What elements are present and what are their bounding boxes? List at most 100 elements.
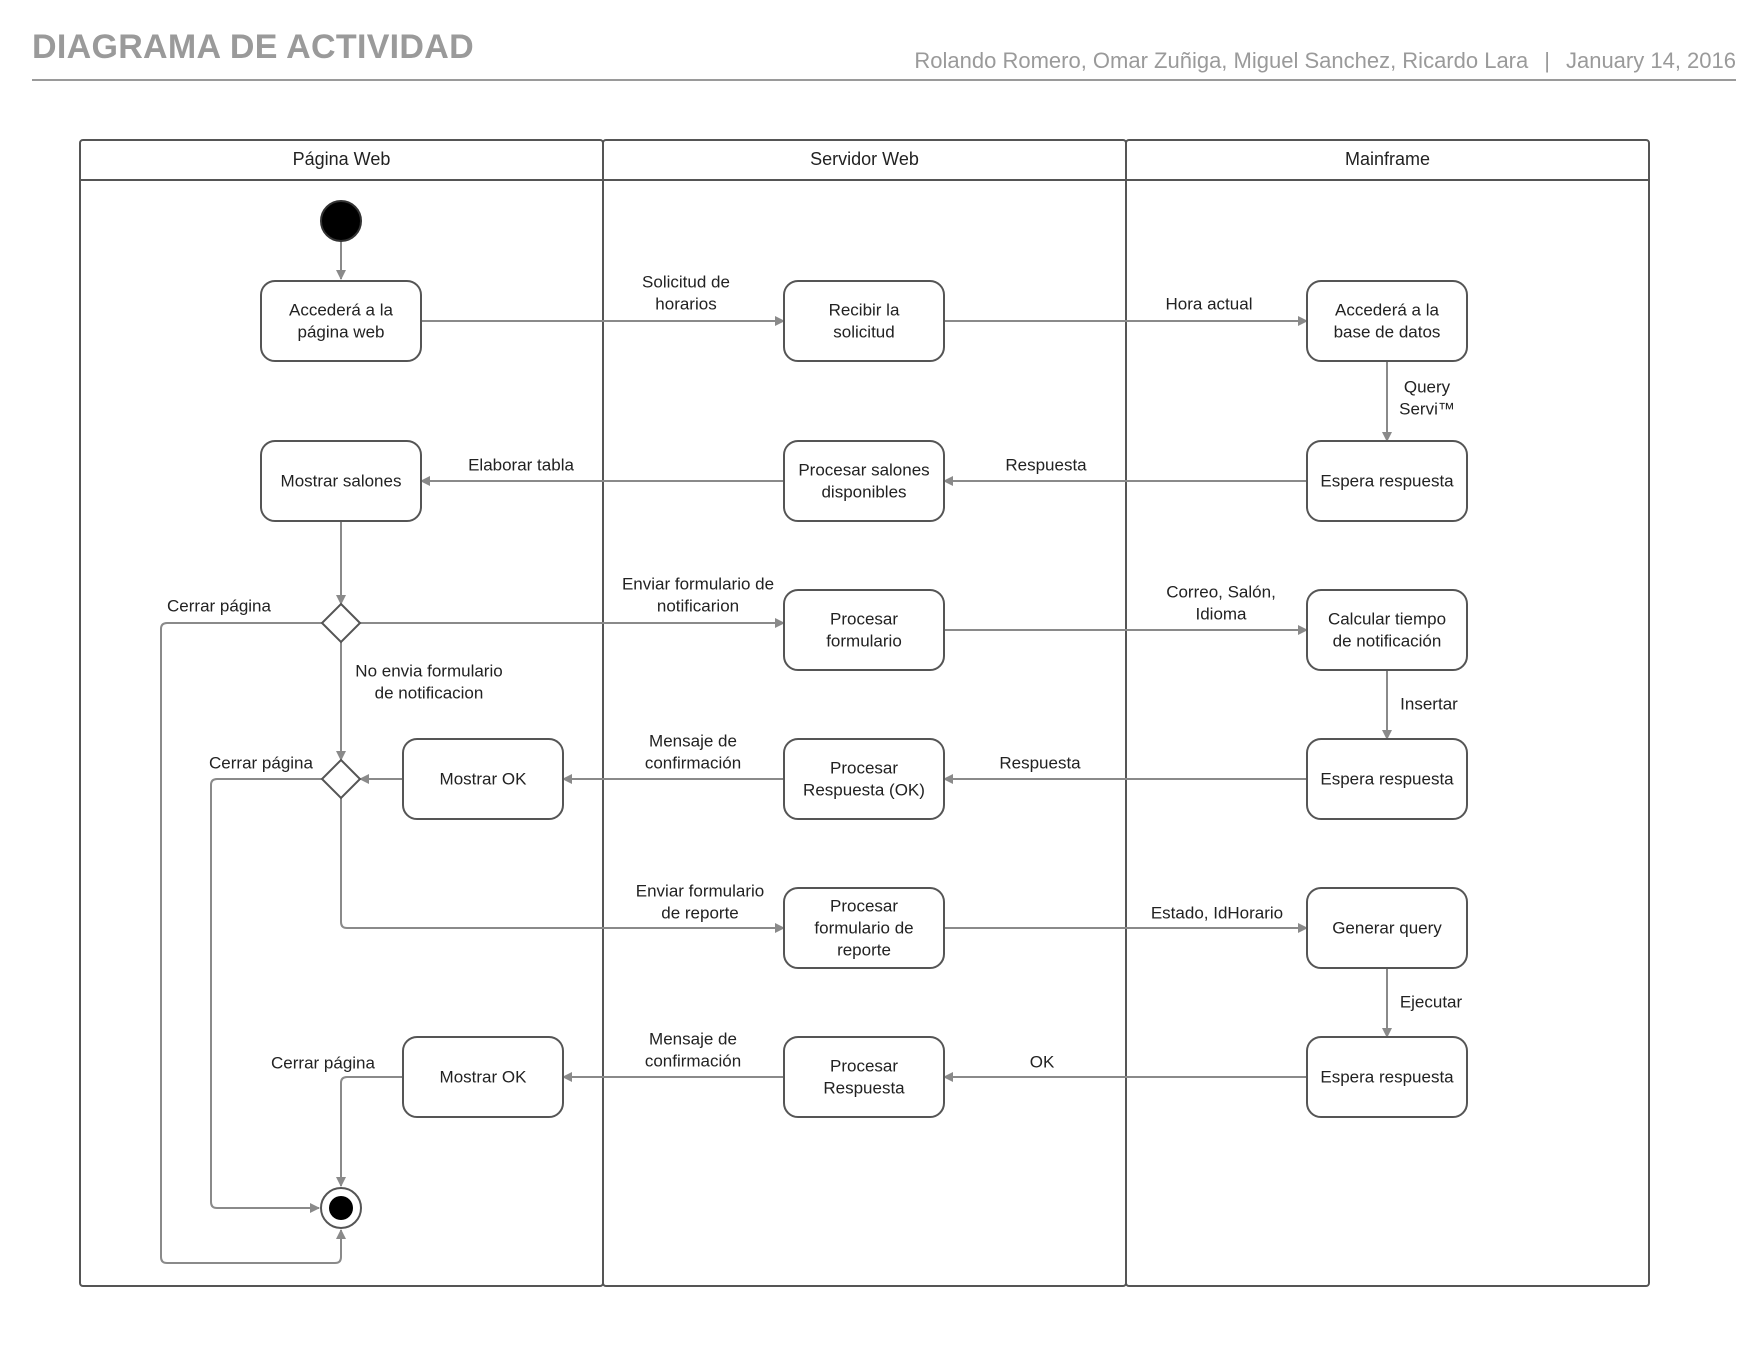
date-text: January 14, 2016: [1565, 48, 1736, 73]
edge-label-text: confirmación: [645, 1052, 741, 1071]
edge-label-ejecutar: Ejecutar: [1400, 993, 1463, 1012]
edge-label-text: Cerrar página: [209, 754, 313, 773]
edge-label-enviar-notif: Enviar formulario de notificarion: [622, 575, 774, 616]
edge-label-text: de notificacion: [375, 684, 484, 703]
activity-label: Mostrar OK: [440, 1068, 528, 1087]
edge-label-text: Hora actual: [1166, 295, 1253, 314]
edge-label-text: Enviar formulario: [636, 882, 765, 901]
header-separator: |: [1544, 48, 1550, 73]
authors-text: Rolando Romero, Omar Zuñiga, Miguel Sanc…: [914, 48, 1529, 73]
edge-label-text: Estado, IdHorario: [1151, 904, 1283, 923]
edge-enviar-reporte: [340, 798, 785, 933]
edge-label-no-envia: No envia formulario de notificacion: [355, 662, 502, 703]
activity-procesar-salones: Procesar salones disponibles: [783, 440, 945, 522]
activity-label: Mostrar salones: [281, 472, 402, 491]
activity-label: formulario: [826, 632, 902, 651]
edge-cerrar-3: [336, 1076, 403, 1187]
edge-label-text: No envia formulario: [355, 662, 502, 681]
activity-label: Espera respuesta: [1320, 472, 1454, 491]
activity-mostrar-ok-2: Mostrar OK: [402, 1036, 564, 1118]
page-title: DIAGRAMA DE ACTIVIDAD: [32, 28, 474, 66]
edge-label-insertar: Insertar: [1400, 695, 1458, 714]
activity-label: Mostrar OK: [440, 770, 528, 789]
edge-label-correo: Correo, Salón, Idioma: [1166, 583, 1276, 624]
edge-label-mensaje-2: Mensaje de confirmación: [645, 1030, 741, 1071]
edge-label-text: Cerrar página: [167, 597, 271, 616]
activity-label: Espera respuesta: [1320, 1068, 1454, 1087]
activity-label: Respuesta: [823, 1079, 905, 1098]
edge-label-mensaje-1: Mensaje de confirmación: [645, 732, 741, 773]
edge-label-text: Idioma: [1195, 605, 1247, 624]
edge-label-text: Respuesta: [1005, 456, 1087, 475]
edge-label-text: Query: [1404, 378, 1451, 397]
edge-label-cerrar-1: Cerrar página: [167, 597, 271, 616]
lane-mainframe: Mainframe: [1125, 139, 1650, 1287]
activity-label: Accederá a la: [1335, 301, 1439, 320]
activity-procesar-form-rep: Procesar formulario de reporte: [783, 887, 945, 969]
activity-label: Accederá a la: [289, 301, 393, 320]
activity-label: página web: [298, 323, 385, 342]
edge-label-text: confirmación: [645, 754, 741, 773]
activity-espera-3: Espera respuesta: [1306, 1036, 1468, 1118]
edge-label-hora: Hora actual: [1166, 295, 1253, 314]
edge-label-text: Solicitud de: [642, 273, 730, 292]
activity-mostrar-ok-1: Mostrar OK: [402, 738, 564, 820]
edge-label-text: Servi™: [1399, 400, 1455, 419]
edge-label-text: Mensaje de: [649, 1030, 737, 1049]
activity-label: Procesar: [830, 759, 898, 778]
header-divider: [32, 79, 1736, 81]
activity-label: solicitud: [833, 323, 894, 342]
edge-label-respuesta-1: Respuesta: [1005, 456, 1087, 475]
activity-label: Calcular tiempo: [1328, 610, 1446, 629]
activity-label: Procesar: [830, 897, 898, 916]
edge-label-cerrar-3: Cerrar página: [271, 1054, 375, 1073]
header-meta: Rolando Romero, Omar Zuñiga, Miguel Sanc…: [914, 48, 1736, 74]
decision-node-notificacion: [320, 602, 362, 644]
edge-label-cerrar-2: Cerrar página: [209, 754, 313, 773]
start-node: [320, 200, 362, 242]
edge-label-respuesta-2: Respuesta: [999, 754, 1081, 773]
decision-node-reporte: [320, 758, 362, 800]
edge-cerrar-2: [210, 778, 322, 1213]
activity-espera-1: Espera respuesta: [1306, 440, 1468, 522]
activity-label: Espera respuesta: [1320, 770, 1454, 789]
activity-calcular: Calcular tiempo de notificación: [1306, 589, 1468, 671]
activity-label: disponibles: [821, 483, 906, 502]
edge-label-text: Correo, Salón,: [1166, 583, 1276, 602]
activity-label: Generar query: [1332, 919, 1442, 938]
activity-espera-2: Espera respuesta: [1306, 738, 1468, 820]
activity-label: base de datos: [1334, 323, 1441, 342]
edge-label-text: OK: [1030, 1053, 1055, 1072]
edge-label-text: Mensaje de: [649, 732, 737, 751]
edge-label-text: Insertar: [1400, 695, 1458, 714]
lane-title: Página Web: [293, 149, 391, 169]
activity-label: Recibir la: [829, 301, 900, 320]
edge-label-text: horarios: [655, 295, 716, 314]
activity-label: Procesar salones: [798, 461, 929, 480]
edge-label-text: Enviar formulario de: [622, 575, 774, 594]
activity-label: Respuesta (OK): [803, 781, 925, 800]
edge-label-estado: Estado, IdHorario: [1151, 904, 1283, 923]
activity-label: Procesar: [830, 1057, 898, 1076]
edge-label-solicitud: Solicitud de horarios: [642, 273, 730, 314]
activity-generar: Generar query: [1306, 887, 1468, 969]
activity-recibir: Recibir la solicitud: [783, 280, 945, 362]
activity-acceder-bd: Accederá a la base de datos: [1306, 280, 1468, 362]
activity-label: reporte: [837, 941, 891, 960]
edge-label-text: Respuesta: [999, 754, 1081, 773]
lane-title: Servidor Web: [810, 149, 919, 169]
activity-label: formulario de: [814, 919, 913, 938]
activity-label: de notificación: [1333, 632, 1442, 651]
edge-label-text: notificarion: [657, 597, 739, 616]
edge-label-text: Ejecutar: [1400, 993, 1463, 1012]
edge-label-text: Elaborar tabla: [468, 456, 574, 475]
end-node: [320, 1187, 362, 1229]
edge-label-elaborar: Elaborar tabla: [468, 456, 574, 475]
edge-label-ok: OK: [1030, 1053, 1055, 1072]
activity-mostrar-salones: Mostrar salones: [260, 440, 422, 522]
